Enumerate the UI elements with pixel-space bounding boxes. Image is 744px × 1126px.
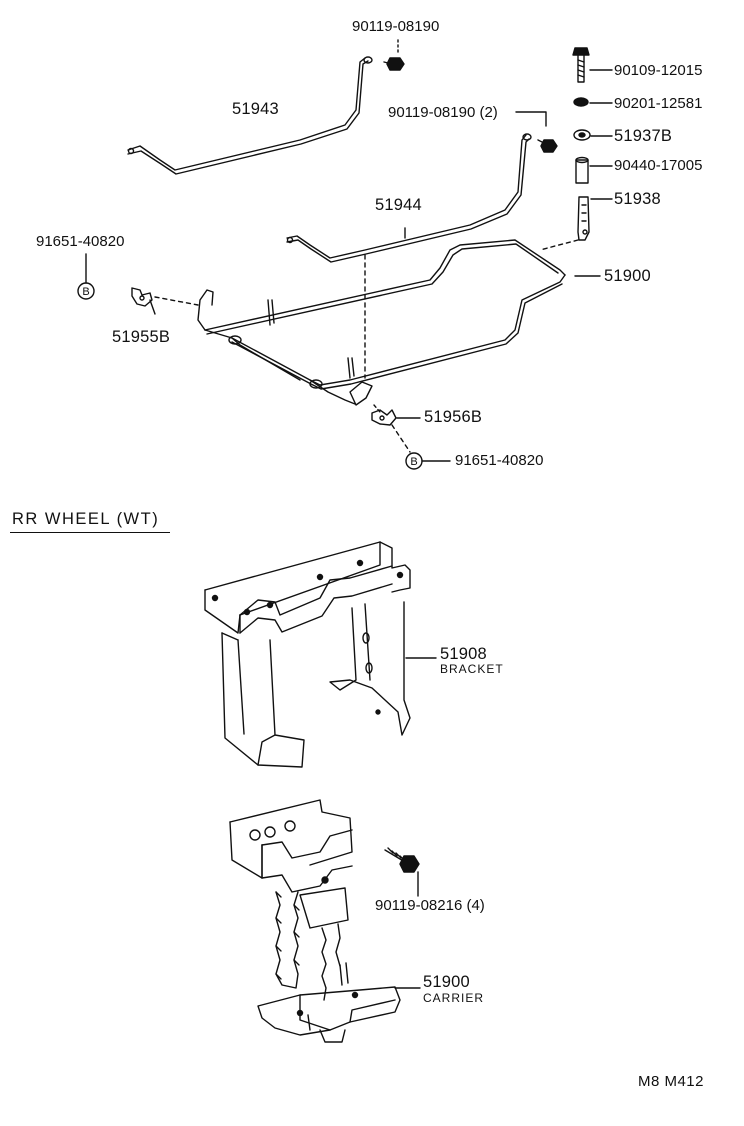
section-title: RR WHEEL (WT) (12, 510, 160, 528)
circle-b-markers (77, 253, 451, 470)
part-label-91651-40820-left: 91651-40820 (36, 233, 125, 250)
part-label-91651-40820-right: 91651-40820 (455, 452, 544, 469)
frame-51900-drawing (154, 239, 566, 453)
carrier-51900-drawing (229, 799, 421, 1043)
rod-51944-drawing (286, 133, 532, 263)
part-label-51908: 51908 (440, 645, 487, 663)
part-label-90119-08190-2: 90119-08190 (2) (388, 104, 498, 121)
section-title-underline (10, 532, 170, 533)
rod-51943-drawing (127, 56, 373, 175)
drawing-reference-code: M8 M412 (637, 1073, 704, 1090)
circle-b-marker-left: B (82, 286, 90, 298)
bracket-51908-drawing (204, 541, 437, 768)
part-label-51900-carrier: 51900 (423, 973, 470, 991)
part-label-51938: 51938 (614, 190, 661, 208)
circle-b-marker-right: B (410, 456, 418, 468)
part-label-90201-12581: 90201-12581 (614, 95, 703, 112)
clamp-51955b-drawing (131, 287, 153, 307)
upper-leaders (149, 227, 601, 315)
bolt-90119-08190-drawing (383, 39, 405, 71)
part-label-51956b: 51956B (424, 408, 483, 426)
part-label-90109-12015: 90109-12015 (614, 62, 703, 79)
part-label-90119-08216: 90119-08216 (4) (375, 897, 485, 914)
part-label-51900-frame: 51900 (604, 267, 651, 285)
bolt-90119-08190-2-drawing (515, 111, 558, 153)
clamp-51956b-drawing (371, 409, 421, 426)
part-label-51955b: 51955B (112, 328, 171, 346)
part-label-90119-08190: 90119-08190 (352, 18, 440, 35)
part-label-51944: 51944 (375, 196, 422, 214)
part-desc-bracket: BRACKET (440, 662, 504, 676)
part-label-51937b: 51937B (614, 127, 673, 145)
hardware-stack-drawing (539, 47, 613, 251)
part-label-90440-17005: 90440-17005 (614, 157, 703, 174)
part-label-51943: 51943 (232, 100, 279, 118)
part-desc-carrier: CARRIER (423, 991, 485, 1005)
